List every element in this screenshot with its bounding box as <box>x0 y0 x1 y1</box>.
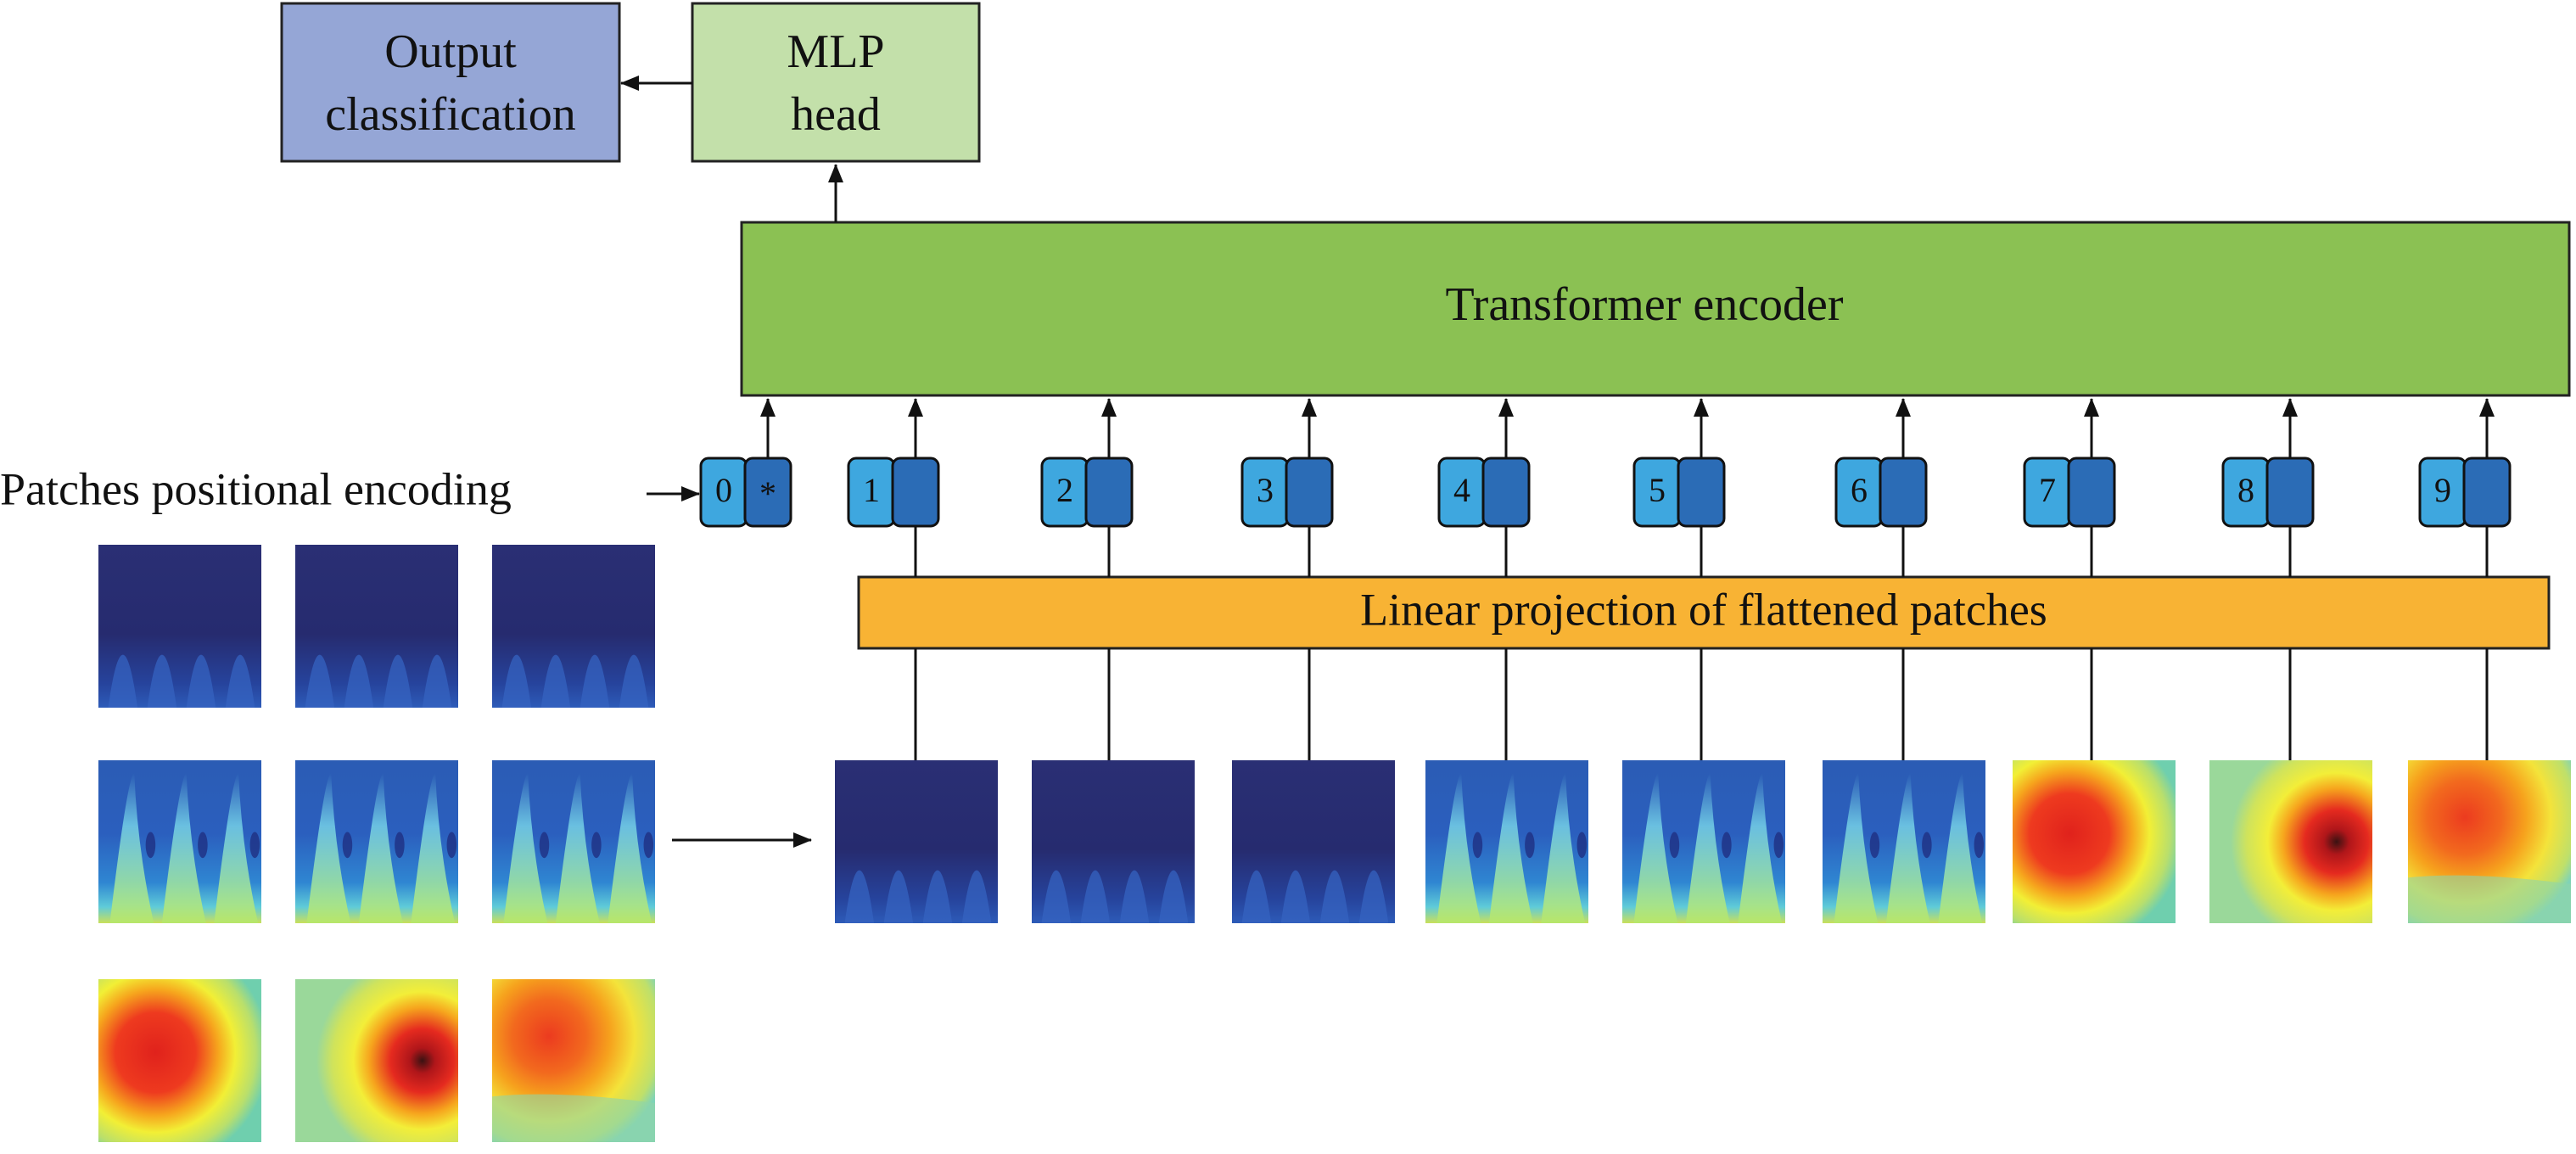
patch-embedding-cell <box>743 457 792 528</box>
spectrogram-patch <box>295 760 458 923</box>
output-box-label-line2: classification <box>325 88 575 141</box>
spectrogram-patch <box>98 545 261 708</box>
token-pair: 7 <box>2023 457 2116 528</box>
token-pair: 5 <box>1632 457 1726 528</box>
mlp-head-box <box>691 2 981 163</box>
patch-embedding-cell <box>1084 457 1134 528</box>
token-index-label: 8 <box>2237 471 2254 509</box>
linear-projection-box <box>857 575 2551 650</box>
patch-embedding-cell <box>2462 457 2512 528</box>
spectrogram-patch <box>98 760 261 923</box>
token-index-label: 5 <box>1649 471 1666 509</box>
spectrogram-patch <box>295 979 458 1142</box>
spectrogram-patch <box>2013 760 2176 923</box>
token-pair: 1 <box>847 457 940 528</box>
spectrogram-patch <box>1823 760 1985 923</box>
token-index-label: 9 <box>2434 471 2451 509</box>
token-pair: 9 <box>2418 457 2512 528</box>
spectrogram-patch <box>1425 760 1588 923</box>
token-pair: 0* <box>699 457 792 528</box>
spectrogram-patch <box>835 760 998 923</box>
spectrogram-patch <box>492 760 655 923</box>
spectrogram-patch <box>1232 760 1395 923</box>
token-index-label: 1 <box>863 471 880 509</box>
spectrogram-patch <box>1622 760 1785 923</box>
token-index-label: 7 <box>2039 471 2056 509</box>
spectrogram-patch <box>295 545 458 708</box>
spectrogram-patch <box>492 979 655 1142</box>
token-embed-label: * <box>759 474 776 513</box>
patch-embedding-cell <box>1285 457 1334 528</box>
transformer-encoder-box <box>740 221 2571 397</box>
token-pair: 2 <box>1040 457 1134 528</box>
token-pair: 4 <box>1437 457 1531 528</box>
linear-projection-label: Linear projection of flattened patches <box>1360 584 2047 635</box>
spectrogram-patch <box>1032 760 1195 923</box>
patch-embedding-cell <box>1677 457 1726 528</box>
transformer-encoder-label: Transformer encoder <box>1445 278 1843 331</box>
positional-encoding-label: Patches positional encoding <box>0 463 512 514</box>
patch-embedding-cell <box>2265 457 2315 528</box>
output-classification-box <box>280 2 621 163</box>
mlp-box-label-line1: MLP <box>787 25 884 78</box>
spectrogram-patch <box>98 979 261 1142</box>
patch-embedding-cell <box>1879 457 1928 528</box>
token-index-label: 2 <box>1056 471 1073 509</box>
patch-embedding-cell <box>891 457 940 528</box>
token-pair: 6 <box>1834 457 1928 528</box>
token-index-label: 0 <box>715 471 732 509</box>
spectrogram-patch <box>2408 760 2571 923</box>
spectrogram-patch <box>492 545 655 708</box>
token-pair: 3 <box>1240 457 1334 528</box>
token-index-label: 4 <box>1453 471 1470 509</box>
token-index-label: 3 <box>1257 471 1274 509</box>
patch-embedding-cell <box>1481 457 1531 528</box>
token-index-label: 6 <box>1851 471 1868 509</box>
output-box-label-line1: Output <box>384 25 517 78</box>
spectrogram-patch <box>2209 760 2372 923</box>
token-pair: 8 <box>2221 457 2315 528</box>
mlp-box-label-line2: head <box>791 88 881 141</box>
patch-embedding-cell <box>2067 457 2116 528</box>
